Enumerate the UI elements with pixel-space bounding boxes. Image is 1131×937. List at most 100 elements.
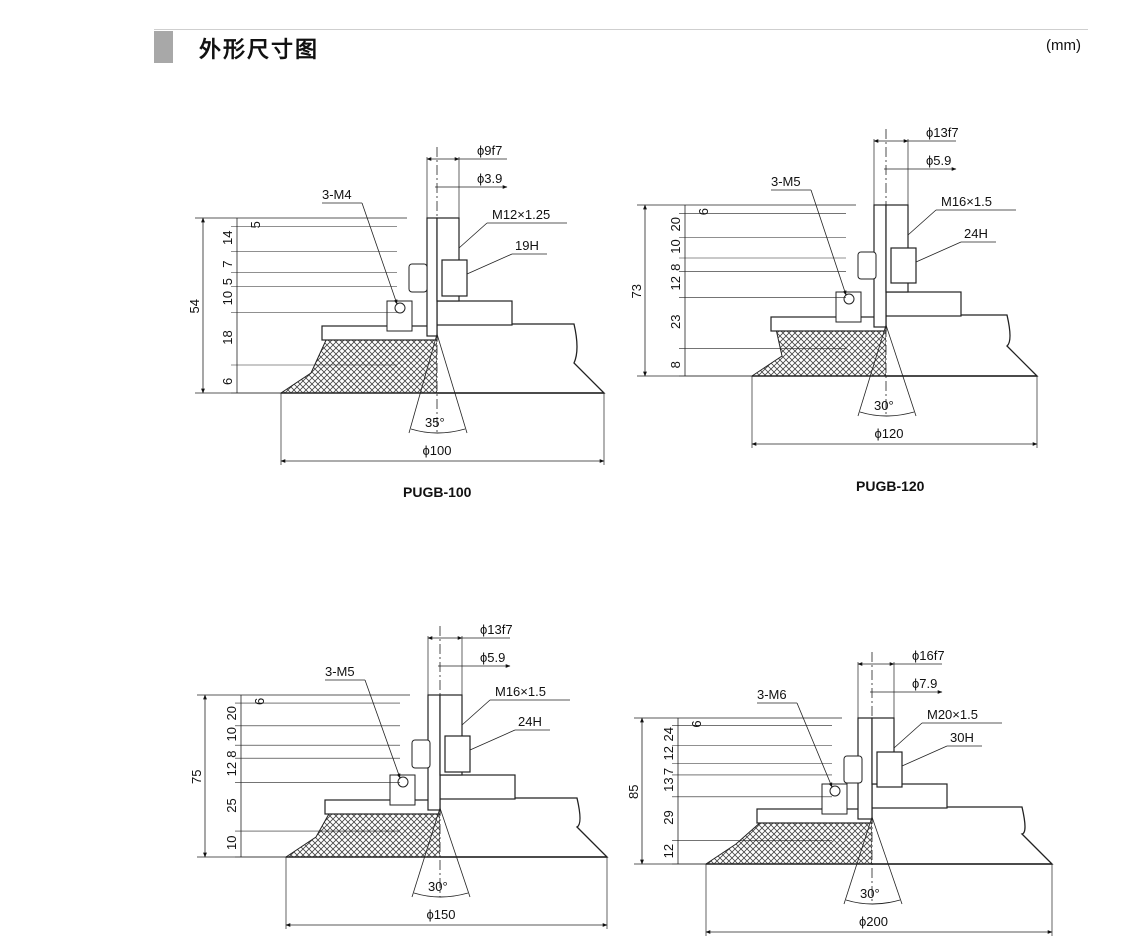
- pad-outline: [886, 314, 1039, 377]
- chain-label-3: 5: [220, 278, 235, 285]
- overall-height-label: 73: [629, 284, 644, 298]
- nut-side: [843, 755, 863, 784]
- chain-label-6: 12: [661, 844, 676, 858]
- hex-nut: [441, 259, 468, 297]
- header-rule: [154, 29, 1088, 30]
- holder-body: [885, 291, 962, 317]
- drawing-1: 35°ϕ9f7ϕ3.9M12×1.2519H3-M4545147510186ϕ1…: [187, 143, 606, 465]
- angle-line-left: [411, 807, 441, 898]
- holder-flange: [324, 799, 441, 815]
- unit-label: (mm): [1046, 37, 1081, 54]
- chain-label-0: 6: [696, 208, 711, 215]
- angle-line-right: [439, 807, 471, 898]
- screw-boss: [389, 774, 416, 806]
- chain-label-1: 24: [661, 727, 676, 741]
- pad-outline: [440, 797, 609, 858]
- chain-label-5: 25: [224, 798, 239, 812]
- thread-leader: [893, 722, 923, 749]
- title-marker: [154, 31, 173, 63]
- angle-line-right: [436, 333, 468, 434]
- holder-body: [436, 300, 513, 326]
- hex-leader: [469, 729, 516, 751]
- hex-size-label: 24H: [964, 226, 988, 241]
- chain-label-5: 29: [661, 810, 676, 824]
- chain-label-5: 23: [668, 315, 683, 329]
- pad-diameter-label: ϕ200: [859, 914, 888, 929]
- chain-label-6: 10: [224, 836, 239, 850]
- chain-label-3: 8: [224, 750, 239, 757]
- chain-label-2: 10: [668, 239, 683, 253]
- bore-diameter-label: ϕ5.9: [480, 650, 505, 665]
- screw-head: [397, 776, 409, 788]
- holder-flange: [756, 808, 873, 824]
- screw-leader: [364, 679, 401, 779]
- thread-leader: [907, 209, 937, 236]
- pad-outline: [437, 323, 606, 394]
- angle-line-left: [408, 333, 438, 434]
- drawing-2: 30°ϕ13f7ϕ5.9M16×1.524H3-M57362010812238ϕ…: [629, 125, 1039, 448]
- hex-leader: [466, 253, 513, 275]
- screw-thread-label: 3-M5: [771, 174, 801, 189]
- screw-thread-label: 3-M6: [757, 687, 787, 702]
- chain-label-2: 10: [224, 727, 239, 741]
- angle-label: 35°: [425, 415, 445, 430]
- pad-section-hatch: [279, 333, 438, 394]
- bore-diameter-label: ϕ3.9: [477, 171, 502, 186]
- nut-thread-label: M16×1.5: [941, 194, 992, 209]
- pad-diameter-label: ϕ100: [423, 443, 452, 458]
- hex-nut: [890, 247, 917, 284]
- screw-leader: [796, 702, 833, 788]
- chain-label-4: 12: [224, 762, 239, 776]
- pad-section-hatch: [284, 807, 441, 858]
- chain-label-2: 7: [220, 261, 235, 268]
- thread-leader: [458, 222, 488, 249]
- chain-label-4: 12: [668, 276, 683, 290]
- hex-size-label: 19H: [515, 238, 539, 253]
- model-label-1: PUGB-100: [403, 484, 472, 500]
- screw-leader: [810, 189, 847, 296]
- shaft-diameter-label: ϕ13f7: [926, 125, 959, 140]
- chain-label-0: 6: [252, 698, 267, 705]
- shaft-diameter-label: ϕ9f7: [477, 143, 502, 158]
- angle-arc: [410, 428, 466, 434]
- screw-boss: [386, 300, 413, 332]
- holder-flange: [321, 325, 438, 341]
- holder-flange: [770, 316, 887, 332]
- overall-height-label: 54: [187, 299, 202, 313]
- screw-boss: [835, 291, 862, 323]
- angle-label: 30°: [860, 886, 880, 901]
- nut-side: [411, 739, 431, 769]
- drawing-3: 30°ϕ13f7ϕ5.9M16×1.524H3-M575620108122510…: [189, 622, 609, 929]
- model-label-2: PUGB-120: [856, 478, 925, 494]
- angle-line-left: [857, 324, 887, 417]
- overall-height-label: 85: [626, 785, 641, 799]
- chain-label-6: 8: [668, 361, 683, 368]
- shaft-diameter-label: ϕ16f7: [912, 648, 945, 663]
- chain-label-1: 14: [220, 231, 235, 245]
- screw-leader: [361, 202, 398, 305]
- bore-diameter-label: ϕ7.9: [912, 676, 937, 691]
- hex-size-label: 24H: [518, 714, 542, 729]
- chain-label-3: 7: [661, 768, 676, 775]
- pad-section-hatch: [750, 324, 887, 377]
- page-title: 外形尺寸图: [199, 37, 320, 62]
- thread-leader: [461, 699, 491, 726]
- nut-thread-label: M20×1.5: [927, 707, 978, 722]
- screw-thread-label: 3-M5: [325, 664, 355, 679]
- holder-body: [439, 774, 516, 800]
- screw-head: [829, 785, 841, 797]
- chain-label-0: 5: [248, 221, 263, 228]
- hex-nut: [876, 751, 903, 788]
- overall-height-label: 75: [189, 770, 204, 784]
- nut-thread-label: M12×1.25: [492, 207, 550, 222]
- nut-thread-label: M16×1.5: [495, 684, 546, 699]
- pad-diameter-label: ϕ120: [875, 426, 904, 441]
- chain-label-3: 8: [668, 264, 683, 271]
- angle-arc: [859, 411, 915, 417]
- shaft: [426, 217, 438, 337]
- angle-arc: [845, 899, 901, 905]
- hex-nut: [444, 735, 471, 773]
- screw-boss: [821, 783, 848, 815]
- screw-thread-label: 3-M4: [322, 187, 352, 202]
